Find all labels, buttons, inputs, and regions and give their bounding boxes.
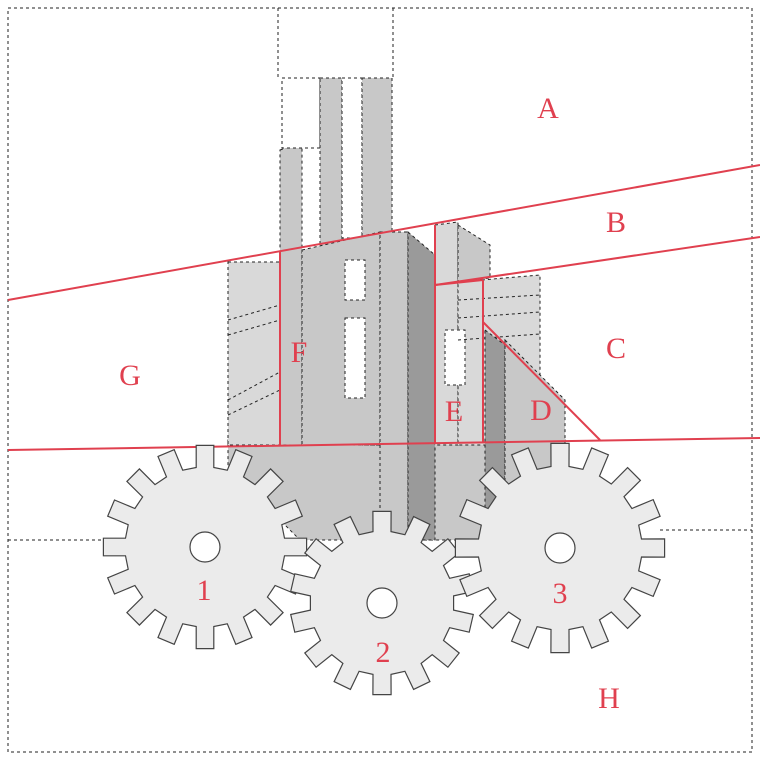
floor-line — [457, 333, 541, 341]
outer-frame — [7, 7, 753, 753]
window — [444, 329, 466, 386]
region-label-d: D — [530, 394, 552, 427]
building — [227, 77, 566, 541]
partition-line-e-top — [434, 279, 484, 286]
floor-line — [457, 311, 541, 319]
central-column-shade — [407, 230, 436, 541]
region-label-c: C — [606, 332, 626, 365]
tower-outline — [341, 77, 363, 239]
gear-label-1: 1 — [197, 574, 212, 607]
dashed-guides — [7, 7, 753, 753]
partition-line-bottom — [7, 437, 760, 451]
building-left-wing — [227, 261, 281, 446]
tower — [279, 141, 303, 446]
partition-line-top — [7, 164, 760, 301]
window — [344, 317, 366, 399]
partition-line-d-slope — [482, 321, 601, 441]
region-label-e: E — [445, 395, 463, 428]
tower-outline — [281, 77, 321, 149]
partition-line-upper-right — [434, 236, 760, 286]
gear-layer — [102, 442, 666, 696]
gear-labels: 1 2 3 — [197, 574, 568, 669]
gear-1 — [102, 444, 308, 650]
gear-1-hole — [189, 531, 221, 563]
region-label-b: B — [606, 206, 626, 239]
central-column — [379, 231, 409, 541]
floor-line — [457, 294, 541, 301]
gear-label-3: 3 — [553, 577, 568, 610]
region-label-a: A — [537, 92, 559, 125]
floor-line — [227, 389, 281, 416]
region-labels: A B C D E F G H — [119, 92, 626, 715]
gear-3-hole — [544, 532, 576, 564]
floor-line — [227, 371, 281, 401]
gear-2-hole — [366, 587, 398, 619]
gear-label-2: 2 — [376, 636, 391, 669]
building-right-top — [457, 224, 491, 283]
window — [344, 259, 366, 301]
gear-2 — [289, 510, 475, 696]
building-middle-block — [301, 231, 381, 446]
region-label-f: F — [291, 336, 308, 369]
region-label-h: H — [598, 682, 620, 715]
gear-3 — [454, 442, 666, 654]
partition-lines — [7, 164, 760, 451]
region-label-g: G — [119, 359, 141, 392]
